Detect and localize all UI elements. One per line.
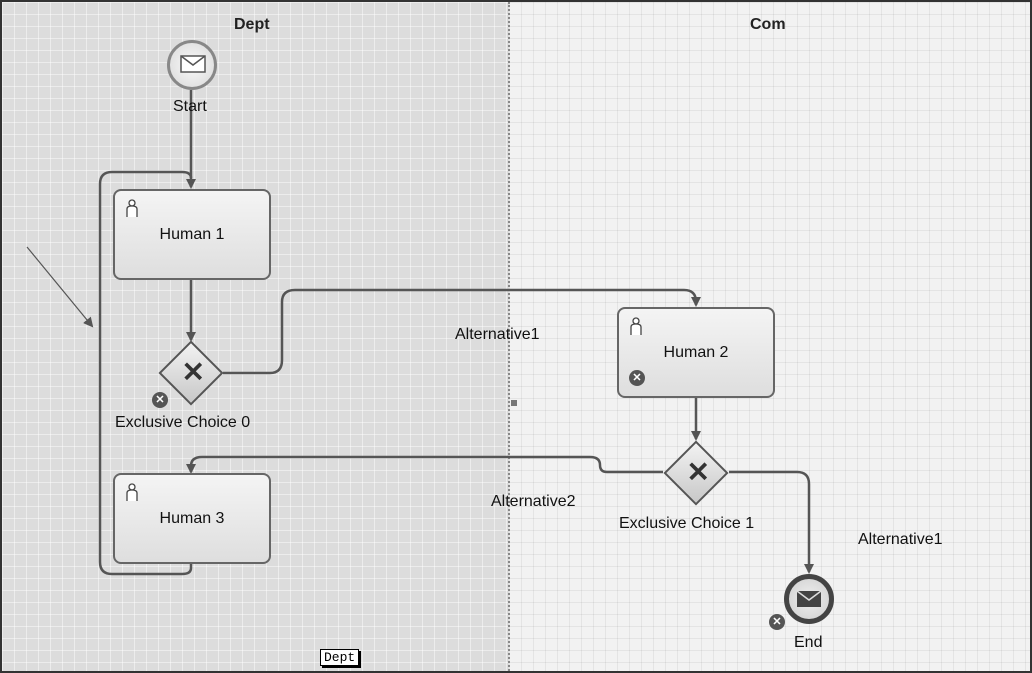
flow-xor1-to-end [729,470,814,574]
task-human3[interactable]: Human 3 [113,473,271,564]
flow-xor1-to-human3 [186,455,663,474]
error-badge-icon: ✕ [152,392,168,408]
task-human3-label: Human 3 [159,509,225,527]
flow-label-xor1-alternative1[interactable]: Alternative1 [858,531,943,548]
start-event[interactable] [167,40,217,90]
task-human1-label: Human 1 [159,225,225,243]
lane-tooltip: Dept [320,649,360,666]
end-event-label: End [794,634,823,651]
x-mark-icon: ✕ [181,356,206,388]
task-human1[interactable]: Human 1 [113,189,271,280]
person-icon [126,483,138,501]
task-human2[interactable]: ✕ Human 2 [617,307,775,398]
gateway-exclusive-choice-1-label: Exclusive Choice 1 [619,515,755,532]
x-mark-icon: ✕ [686,456,711,488]
lane-title-com: Com [750,16,786,33]
error-badge-icon: ✕ [629,370,645,386]
flow-label-xor1-alternative2[interactable]: Alternative2 [491,493,576,510]
person-icon [126,199,138,217]
lane-dept[interactable] [2,2,509,671]
person-icon [630,317,642,335]
flow-human3-to-human1 [98,170,193,576]
flow-xor0-to-human2 [223,288,701,375]
envelope-icon [180,55,206,73]
end-event[interactable] [784,574,834,624]
lane-title-dept: Dept [234,16,270,33]
lane-resize-handle[interactable] [511,400,517,406]
flow-label-xor0-alternative1[interactable]: Alternative1 [455,326,540,343]
lane-divider[interactable] [508,2,510,671]
lane-com[interactable] [509,2,1030,671]
annotation-pointer-arrow [26,246,94,328]
gateway-exclusive-choice-0-label: Exclusive Choice 0 [115,414,251,431]
error-badge-icon: ✕ [769,614,785,630]
start-event-label: Start [173,98,207,115]
task-human2-label: Human 2 [663,343,729,361]
envelope-icon [797,591,821,607]
